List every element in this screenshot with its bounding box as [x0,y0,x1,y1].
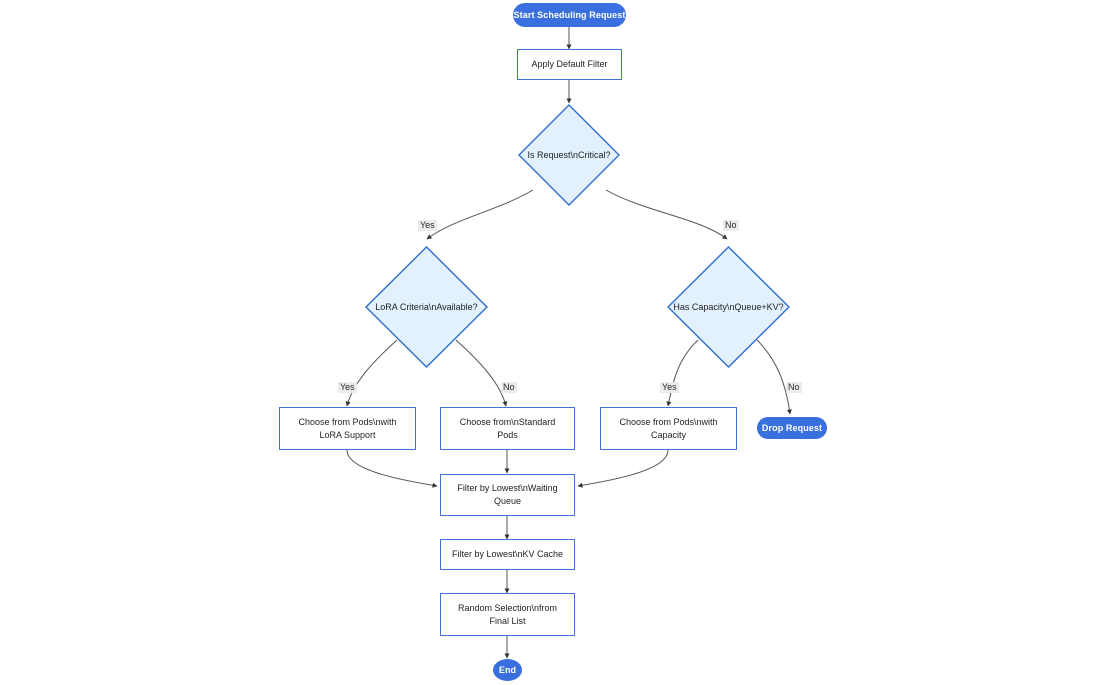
node-filter-waiting-queue-line1: Filter by Lowest\nWaiting [457,483,558,493]
node-filter-kv-cache[interactable]: Filter by Lowest\nKV Cache [440,539,575,570]
diamond-shape-icon [365,246,488,368]
edge-lora-yes [345,339,398,407]
node-random-selection[interactable]: Random Selection\nfrom Final List [440,593,575,636]
node-choose-standard-pods[interactable]: Choose from\nStandard Pods [440,407,575,450]
node-choose-capacity-pods-line2: Capacity [650,429,686,440]
node-end[interactable]: End [493,659,522,681]
node-filter-waiting-queue[interactable]: Filter by Lowest\nWaiting Queue [440,474,575,516]
edge-label-lora-yes: Yes [338,382,357,393]
node-has-capacity[interactable]: Has Capacity\nQueue+KV? [667,246,790,368]
node-choose-lora-pods-line1: Choose from Pods\nwith [298,416,397,427]
node-drop-request[interactable]: Drop Request [757,417,827,439]
node-start[interactable]: Start Scheduling Request [513,3,626,27]
node-start-label: Start Scheduling Request [513,9,626,20]
node-filter-waiting-queue-line2: Queue [493,496,522,506]
edge-label-lora-no: No [501,382,517,393]
edge-label-critical-no: No [723,220,739,231]
edge-lora-pods-to-filter-queue [346,449,438,488]
node-choose-lora-pods[interactable]: Choose from Pods\nwith LoRA Support [279,407,416,450]
edge-critical-no [605,189,728,240]
node-choose-standard-pods-line1: Choose from\nStandard [459,416,556,427]
node-random-selection-line2: Final List [489,615,526,626]
node-random-selection-line1: Random Selection\nfrom [457,602,558,613]
node-is-request-critical[interactable]: Is Request\nCritical? [518,104,620,206]
node-choose-standard-pods-line2: Pods [497,429,518,440]
node-end-label: End [498,664,517,675]
edge-capacity-yes [666,339,699,407]
node-lora-criteria-available[interactable]: LoRA Criteria\nAvailable? [365,246,488,368]
edge-label-capacity-yes: Yes [660,382,679,393]
edge-label-critical-yes: Yes [418,220,437,231]
node-filter-kv-cache-label: Filter by Lowest\nKV Cache [451,549,564,559]
node-choose-lora-pods-line2: LoRA Support [319,429,376,440]
edge-label-capacity-no: No [786,382,802,393]
edge-lora-no [455,339,508,407]
node-drop-request-label: Drop Request [761,422,823,433]
node-apply-default-filter-label: Apply Default Filter [531,59,608,69]
node-choose-capacity-pods[interactable]: Choose from Pods\nwith Capacity [600,407,737,450]
edge-critical-yes [426,189,534,240]
diamond-shape-icon [667,246,790,368]
edge-capacity-pods-to-filter-queue [577,449,669,488]
node-apply-default-filter[interactable]: Apply Default Filter [517,49,622,80]
edge-capacity-no [756,339,792,415]
diamond-shape-icon [518,104,620,206]
node-choose-capacity-pods-line1: Choose from Pods\nwith [619,416,718,427]
